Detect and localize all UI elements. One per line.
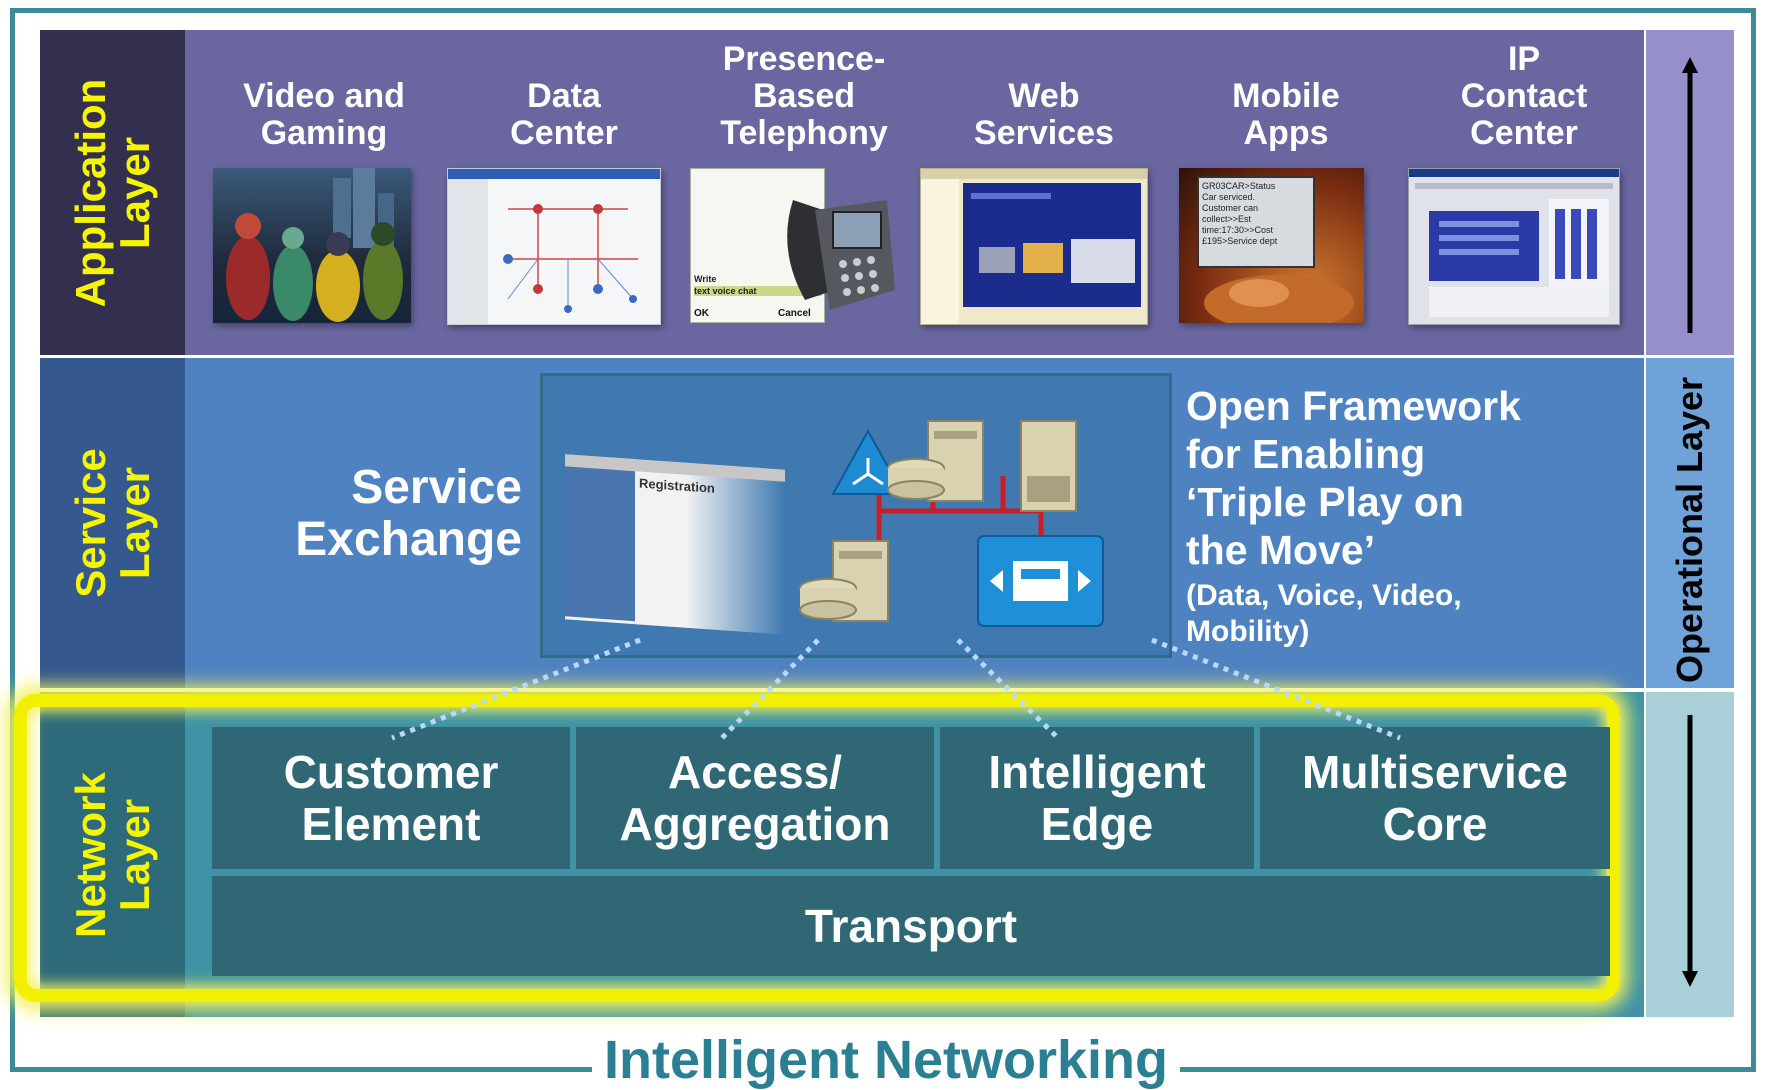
- database-icon: [799, 578, 857, 620]
- transport-cell: Transport: [212, 876, 1610, 976]
- layer-word: Layer: [110, 466, 158, 580]
- phone-write-text: Write: [694, 274, 717, 284]
- call-manager-icon: [977, 535, 1104, 627]
- data-center-thumbnail: [447, 168, 661, 325]
- ip-contact-center-thumbnail: [1408, 168, 1620, 325]
- layer-word: Layer: [110, 136, 158, 249]
- phone-ok-text: OK: [694, 308, 709, 319]
- operational-column-middle: [1646, 358, 1734, 688]
- ip-phone-icon: [787, 200, 895, 310]
- server-icon: [1020, 420, 1077, 512]
- video-gaming-thumbnail: [213, 168, 411, 323]
- web-services-thumbnail: [920, 168, 1148, 325]
- diagram-caption: Intelligent Networking: [603, 1030, 1169, 1090]
- open-framework-subtitle: (Data, Voice, Video,Mobility): [1186, 579, 1462, 648]
- presence-telephony-thumbnail: Write text voice chat OK Cancel: [690, 168, 900, 323]
- caption-background: [592, 1040, 1180, 1086]
- database-icon: [887, 458, 945, 500]
- application-layer-word: Application: [66, 78, 114, 307]
- service-layer-word: Service: [66, 448, 114, 598]
- service-exchange-panel: Registration: [540, 373, 1172, 658]
- arrow-down-icon: [1682, 971, 1698, 987]
- phone-chat-text: text voice chat: [694, 286, 822, 296]
- operational-arrows: [1682, 57, 1698, 987]
- arrow-up-icon: [1682, 57, 1698, 73]
- phone-cancel-text: Cancel: [778, 308, 811, 319]
- service-network-icons: [799, 420, 1104, 627]
- access-aggregation-cell: Access/Aggregation: [576, 727, 934, 869]
